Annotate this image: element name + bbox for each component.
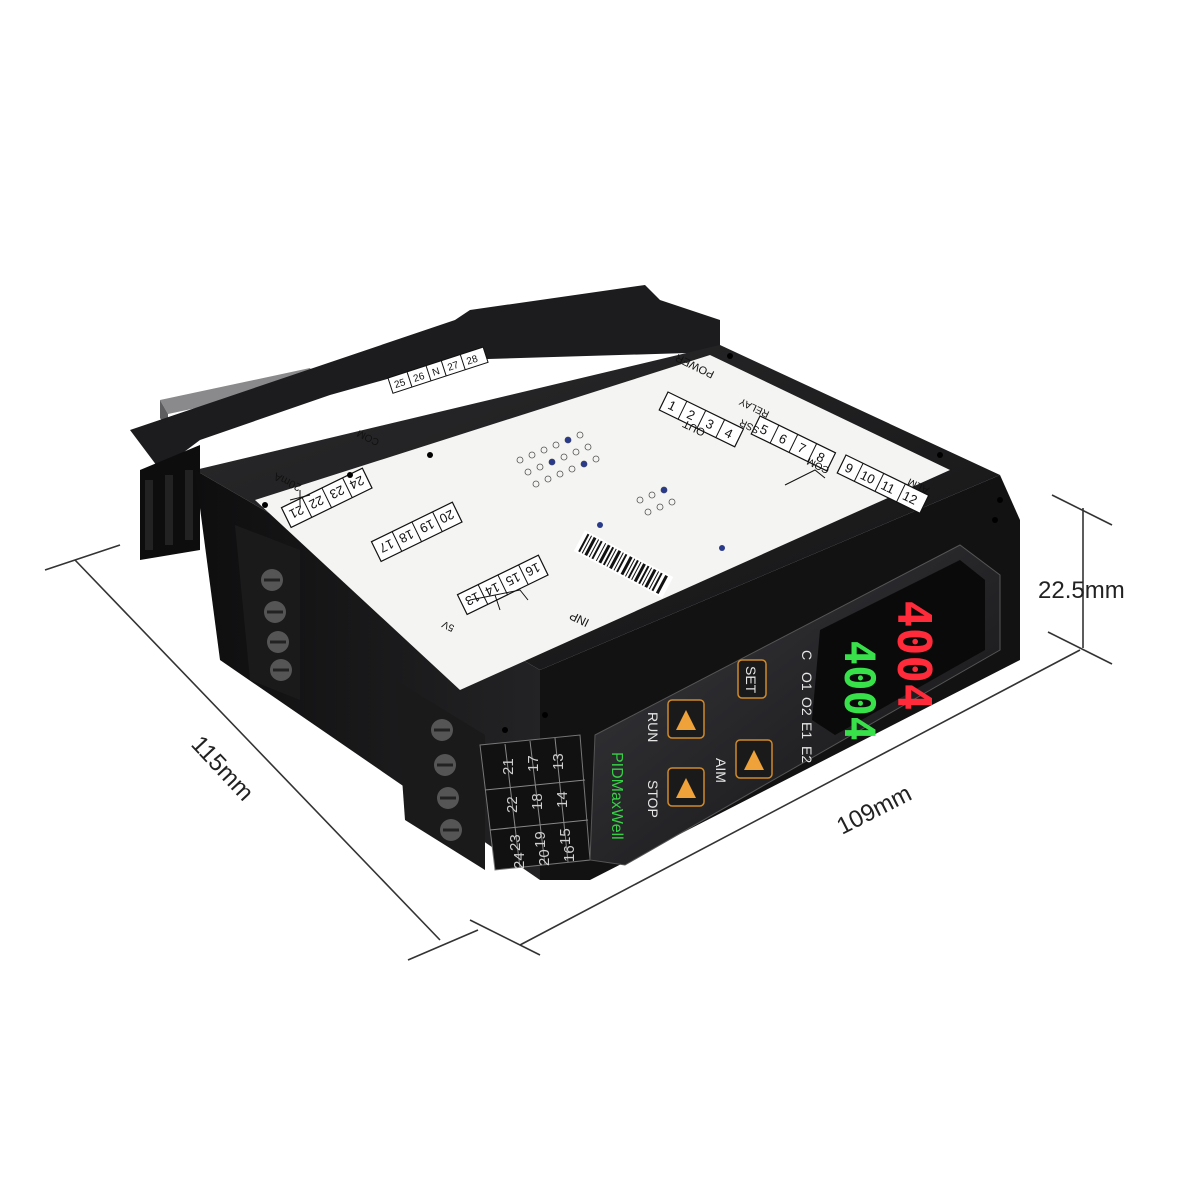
grid-cell-23: 23 (507, 834, 524, 851)
term-17: 17 (377, 536, 397, 556)
grid-cell-22: 22 (504, 796, 521, 813)
run-button[interactable]: RUN (645, 699, 705, 742)
indicator-e2: E2 (799, 746, 815, 763)
term-19: 19 (417, 516, 437, 536)
term-n: N (431, 366, 441, 379)
term-24: 24 (347, 473, 367, 493)
grid-cell-14: 14 (554, 791, 571, 808)
grid-cell-15: 15 (557, 828, 574, 845)
up-arrow-icon (676, 710, 696, 730)
rs-terminals: 25 26 N 27 28 (387, 346, 489, 394)
grid-cell-20: 20 (536, 849, 553, 866)
indicator-o1: O1 (799, 672, 815, 691)
depth-label: 115mm (186, 731, 259, 807)
indicator-c: C (799, 650, 815, 660)
cooling-fins (140, 445, 200, 560)
wiring-label: 1 2 3 4 POWER 5 6 7 8 OUT RELAY SSR 9 10… (255, 346, 950, 690)
term-13: 13 (463, 589, 483, 609)
out-terminals: 5 6 7 8 (750, 415, 837, 472)
mid-terminals: 20 19 18 17 (370, 501, 463, 563)
term-15: 15 (503, 569, 523, 589)
run-button-label: RUN (645, 712, 661, 742)
term-12: 12 (900, 488, 920, 508)
grid-cell-19: 19 (532, 831, 549, 848)
voltage-label: 5V (440, 618, 456, 633)
status-indicators: C O1 O2 E1 E2 (799, 650, 815, 763)
term-28: 28 (465, 354, 479, 368)
brand-logo: PIDMaxWell (608, 752, 625, 840)
front-panel: PIDMaxWell 4004 4004 C O1 O2 E1 E2 SET R… (589, 544, 1001, 866)
terminal-block-rear (235, 525, 300, 700)
term-27: 27 (446, 360, 460, 374)
aim-button[interactable]: AIM (713, 739, 773, 783)
down-arrow-icon (676, 778, 696, 798)
stop-button-label: STOP (645, 780, 661, 818)
grid-cell-13: 13 (550, 753, 567, 770)
alm-terminals: 9 10 11 12 (836, 454, 930, 515)
term-11: 11 (879, 477, 898, 496)
wiring-schematic (289, 469, 826, 611)
term-25: 25 (393, 377, 407, 391)
set-button-label: SET (743, 666, 759, 694)
term-21: 21 (287, 502, 307, 522)
term-10: 10 (858, 467, 878, 487)
side-terminal-grid: 13 14 15 16 17 18 19 20 21 22 23 24 (479, 734, 591, 871)
dimension-lines (44, 494, 1113, 961)
set-button[interactable]: SET (737, 659, 767, 699)
width-label: 109mm (832, 780, 916, 840)
grid-cell-21: 21 (500, 758, 517, 775)
grid-cell-16: 16 (561, 845, 578, 862)
grid-cell-24: 24 (511, 852, 528, 869)
term-18: 18 (397, 526, 417, 546)
mounting-holes (262, 353, 1003, 733)
grid-cell-18: 18 (529, 793, 546, 810)
com-terminals: 24 23 22 21 (280, 467, 373, 529)
aim-button-label: AIM (713, 758, 729, 783)
term-26: 26 (412, 371, 426, 385)
stop-button[interactable]: STOP (645, 767, 705, 818)
grid-cell-17: 17 (525, 755, 542, 772)
display-pv: 4004 (887, 600, 941, 711)
indicator-e1: E1 (799, 722, 815, 739)
barcode (573, 530, 674, 599)
term-23: 23 (327, 482, 347, 502)
terminal-block-front (395, 680, 485, 870)
height-label: 22.5mm (1038, 577, 1125, 604)
term-16: 16 (523, 560, 543, 580)
term-20: 20 (437, 507, 457, 527)
shift-arrow-icon (744, 750, 764, 770)
indicator-o2: O2 (799, 697, 815, 716)
term-22: 22 (307, 492, 327, 512)
display-sv: 4004 (835, 640, 884, 741)
